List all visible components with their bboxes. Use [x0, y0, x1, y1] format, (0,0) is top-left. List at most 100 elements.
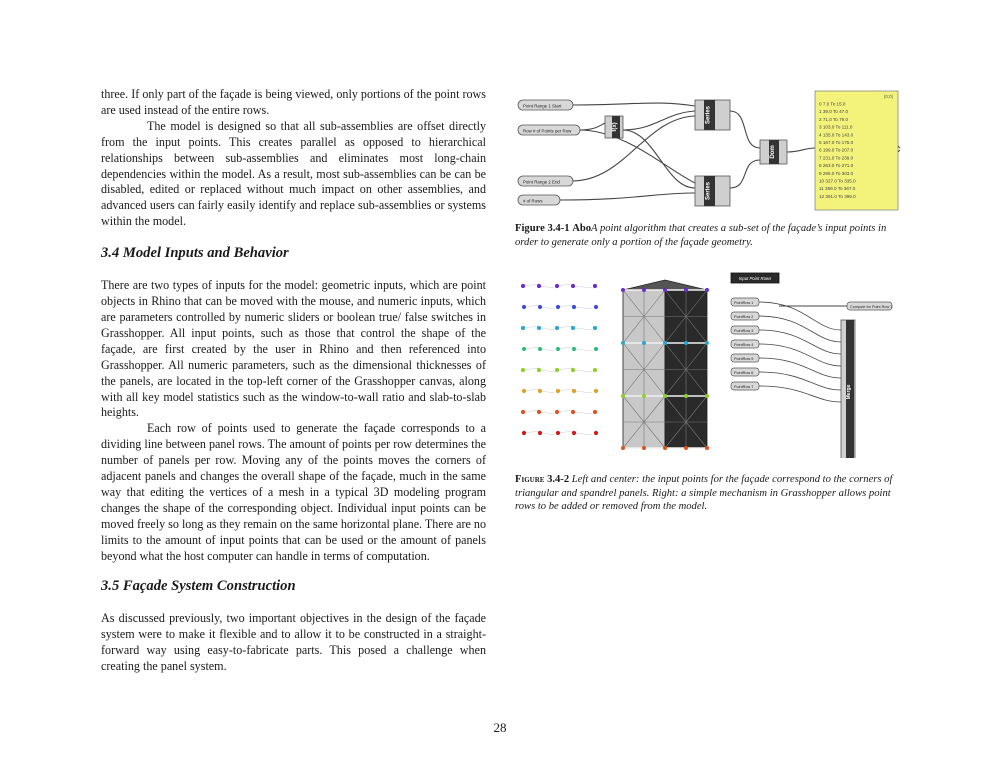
panel-edge: [643, 342, 666, 370]
corner-point: [663, 288, 667, 292]
wire: [758, 357, 842, 379]
input-point: [571, 346, 577, 352]
panel-edge: [643, 316, 666, 344]
input-point: [555, 388, 561, 394]
corner-point: [663, 446, 667, 450]
wire: [758, 385, 842, 403]
point-row-node: [730, 297, 760, 307]
grid-line: [539, 306, 556, 310]
figure-3-4-2-caption: Figure 3.4-2 Left and center: the input …: [515, 473, 900, 514]
panel-edge: [643, 395, 666, 423]
input-point: [537, 304, 543, 310]
grid-line: [538, 369, 556, 373]
grid-line: [573, 348, 594, 352]
panel-row: 10 327.0 To 335.0: [819, 179, 856, 184]
panel-edge: [664, 289, 687, 317]
input-point: [521, 388, 527, 394]
grid-line: [556, 325, 574, 329]
input-point: [571, 430, 577, 436]
node-label: PointRow 1: [734, 301, 753, 305]
input-point: [520, 409, 526, 415]
node-label: PointRow 7: [734, 385, 753, 389]
wire: [758, 343, 842, 367]
input-point: [593, 346, 599, 352]
panel-edge: [643, 421, 666, 449]
grid-line: [538, 285, 556, 289]
input-point: [537, 430, 543, 436]
facade-tower-render: [621, 279, 709, 450]
grid-line: [572, 411, 594, 415]
input-point: [592, 283, 598, 289]
point-row-node: [730, 353, 760, 363]
grid-line: [556, 409, 574, 413]
node-label: Point Range 2 End: [523, 180, 560, 185]
grid-line: [556, 367, 574, 371]
grid-line: [538, 411, 556, 415]
node-label: PointRow 5: [734, 357, 753, 361]
point-row-node: [730, 381, 760, 391]
paragraph: There are two types of inputs for the mo…: [101, 278, 486, 420]
fx-component: f(x): [604, 115, 624, 139]
input-point: [536, 367, 542, 373]
input-point: [536, 283, 542, 289]
input-point: [570, 325, 576, 331]
left-column: three. If only part of the façade is bei…: [101, 87, 486, 675]
panel-edge: [664, 342, 687, 370]
grid-line: [557, 346, 574, 350]
corner-point: [684, 341, 688, 345]
input-point: [571, 304, 577, 310]
corner-point: [621, 288, 625, 292]
panel-row: 11 359.0 To 367.0: [819, 186, 856, 191]
component-label: Dom: [770, 145, 776, 158]
panel-row: 9 295.0 To 303.0: [819, 171, 854, 176]
grasshopper-definition-figure: Point Range 1 Start Row # of Points per …: [517, 90, 900, 211]
panel-edge: [643, 289, 666, 317]
panel-row: 0 7.0 To 15.0: [819, 102, 846, 107]
corner-point: [642, 288, 646, 292]
input-point-grid: [520, 283, 599, 436]
panel-row: 4 135.0 To 143.0: [819, 132, 854, 137]
corner-point: [621, 341, 625, 345]
panel-edge: [664, 316, 687, 344]
grid-line: [572, 369, 594, 373]
grid-line: [557, 304, 574, 308]
paragraph: Each row of points used to generate the …: [101, 421, 486, 563]
input-point: [537, 388, 543, 394]
figure-lead: Abo: [572, 223, 592, 234]
panel-edge: [685, 395, 708, 423]
section-heading-3-4: 3.4 Model Inputs and Behavior: [101, 245, 289, 262]
panel-header: {0;0}: [884, 94, 894, 99]
panel-edge: [664, 421, 687, 449]
corner-point: [642, 341, 646, 345]
grid-line: [557, 430, 574, 434]
grid-line: [523, 388, 540, 392]
corner-point: [684, 446, 688, 450]
panel-row: 5 167.0 To 175.0: [819, 140, 854, 145]
grid-line: [523, 346, 540, 350]
input-point: [537, 346, 543, 352]
input-point: [555, 346, 561, 352]
input-point: [593, 430, 599, 436]
input-point: [536, 409, 542, 415]
page-number: 28: [493, 720, 507, 735]
grid-line: [556, 283, 574, 287]
node-label: PointRow 2: [734, 315, 753, 319]
input-point: [593, 304, 599, 310]
grid-line: [572, 327, 594, 331]
point-row-node: [730, 367, 760, 377]
wire: [758, 301, 842, 331]
panel-edge: [622, 369, 645, 397]
input-param-nodes: Point Range 1 Start Row # of Points per …: [517, 99, 581, 206]
panel-edge: [685, 316, 708, 344]
input-point: [592, 409, 598, 415]
node-label: Point Range 1 Start: [523, 104, 562, 109]
node-label: Row # of Points per Row: [523, 129, 572, 134]
corner-point: [621, 394, 625, 398]
corner-point: [705, 288, 709, 292]
section-heading-3-5: 3.5 Façade System Construction: [101, 578, 296, 595]
series-component-bottom: Series: [694, 175, 731, 207]
input-point: [554, 409, 560, 415]
wire: [758, 329, 842, 355]
